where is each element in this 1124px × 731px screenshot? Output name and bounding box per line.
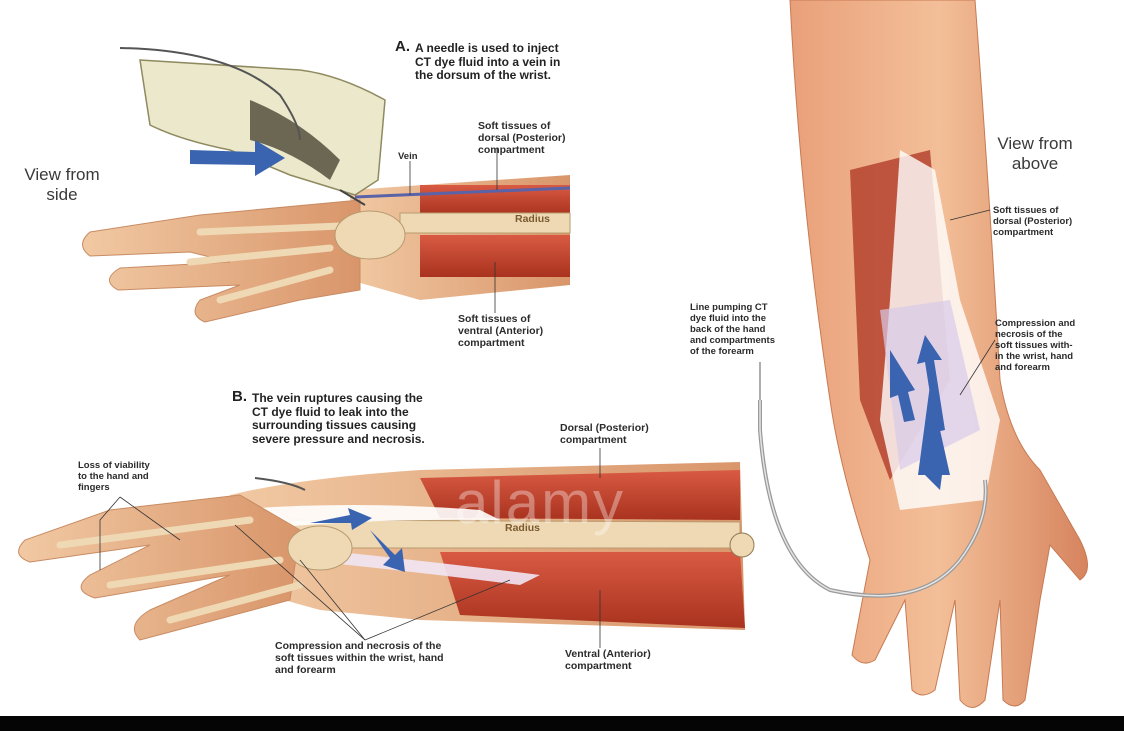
label-dorsal-compartment-b: Dorsal (Posterior) compartment xyxy=(560,422,649,446)
label-soft-tissue-ventral-a: Soft tissues of ventral (Anterior) compa… xyxy=(458,313,543,349)
hand-b xyxy=(19,495,300,640)
label-view-from-side: View from side xyxy=(12,165,112,205)
panel-b-caption: The vein ruptures causing the CT dye flu… xyxy=(252,392,425,446)
label-compression-c: Compression and necrosis of the soft tis… xyxy=(995,318,1075,373)
footer-bar xyxy=(0,716,1124,731)
label-compression-b: Compression and necrosis of the soft tis… xyxy=(275,640,444,676)
watermark: alamy xyxy=(455,468,625,537)
carpal-bones-a xyxy=(335,211,405,259)
panel-a-letter: A. xyxy=(395,40,410,54)
label-soft-tissue-dorsal-a: Soft tissues of dorsal (Posterior) compa… xyxy=(478,120,566,156)
elbow-end-b xyxy=(730,533,754,557)
panel-a-caption: A needle is used to inject CT dye fluid … xyxy=(415,42,560,83)
label-loss-of-viability: Loss of viability to the hand and finger… xyxy=(78,460,150,493)
label-radius-a: Radius xyxy=(515,213,550,225)
carpal-bones-b xyxy=(288,526,352,570)
label-soft-tissue-dorsal-c: Soft tissues of dorsal (Posterior) compa… xyxy=(993,205,1072,238)
panel-b-letter: B. xyxy=(232,390,247,404)
label-line-pumping: Line pumping CT dye fluid into the back … xyxy=(690,302,775,357)
label-ventral-compartment-b: Ventral (Anterior) compartment xyxy=(565,648,651,672)
label-vein: Vein xyxy=(398,151,418,162)
label-view-from-above: View from above xyxy=(985,134,1085,174)
